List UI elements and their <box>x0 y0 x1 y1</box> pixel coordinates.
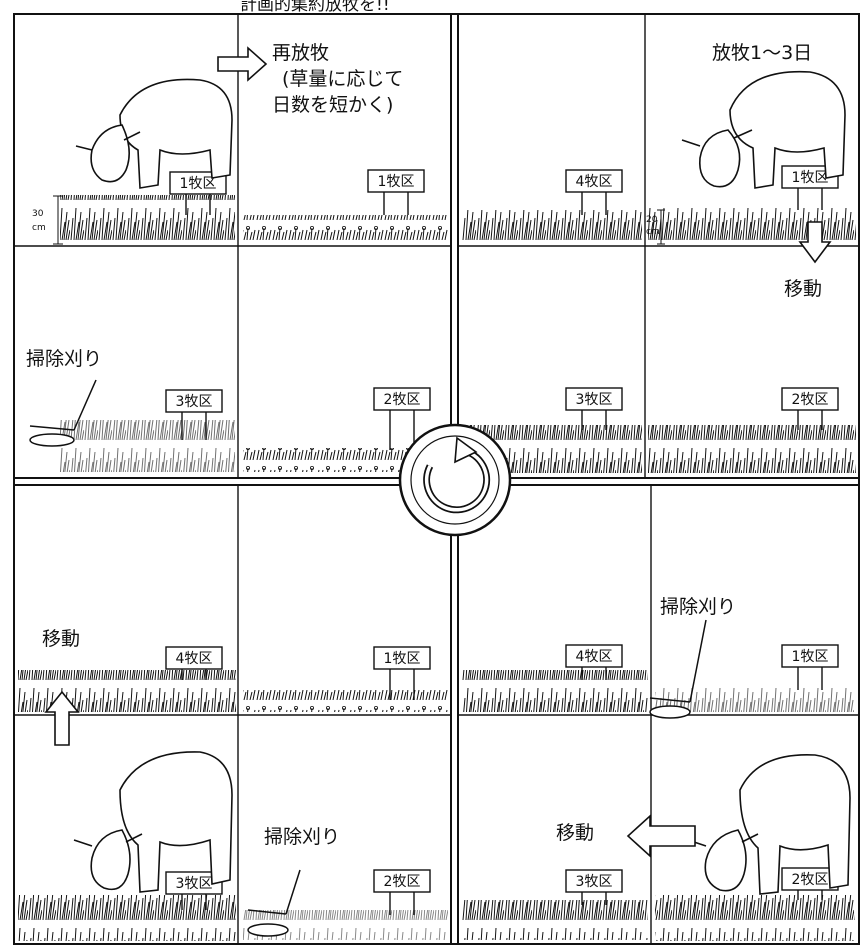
regraze-note: 日数を短かく) <box>272 94 394 116</box>
mower-icon <box>29 379 97 447</box>
sign-label: 2牧区 <box>384 392 421 408</box>
sign-label: 1牧区 <box>792 649 829 665</box>
sign-label: 1牧区 <box>378 174 415 190</box>
sign-label: 3牧区 <box>176 876 213 892</box>
sign-label: 1牧区 <box>384 651 421 667</box>
move-label: 移動 <box>784 278 823 300</box>
cow-icon <box>681 70 846 189</box>
sign-label: 4牧区 <box>576 174 613 190</box>
left-arrow-icon <box>626 814 696 858</box>
paddock-sign-labels: 1牧区 1牧区 3牧区 2牧区 4牧区 1牧区 3牧区 2牧区 4牧区 1牧区 … <box>176 170 829 892</box>
sign-label: 1牧区 <box>180 176 217 192</box>
right-arrow-icon <box>217 46 268 82</box>
up-arrow-icon <box>44 690 80 746</box>
mow-label: 掃除刈り <box>26 348 103 370</box>
height-marker-30cm <box>53 195 63 245</box>
cow-icon <box>73 751 233 893</box>
cow-icon <box>687 754 851 895</box>
regraze-note: (草量に応じて <box>282 68 404 90</box>
page-heading: 計画的集約放牧を!! <box>240 0 390 15</box>
height-unit: cm <box>32 223 46 233</box>
sign-label: 2牧区 <box>792 872 829 888</box>
mower-icon <box>649 619 707 719</box>
sign-label: 3牧区 <box>576 874 613 890</box>
paddock-sign <box>165 165 839 915</box>
move-label: 移動 <box>42 628 81 650</box>
sign-label: 3牧区 <box>176 394 213 410</box>
sign-label: 2牧区 <box>792 392 829 408</box>
sign-label: 4牧区 <box>576 649 613 665</box>
down-arrow-icon <box>798 221 832 264</box>
regraze-title: 再放牧 <box>272 42 330 64</box>
sign-label: 1牧区 <box>792 170 829 186</box>
move-label: 移動 <box>556 822 595 844</box>
cow-icon <box>75 78 233 189</box>
cycle-icon <box>398 423 512 537</box>
short-grass <box>243 215 448 243</box>
mower-icon <box>247 869 301 937</box>
height-value: 20 <box>646 215 658 225</box>
tall-grass <box>60 195 235 243</box>
mow-label: 掃除刈り <box>264 826 341 848</box>
mow-label: 掃除刈り <box>660 596 737 618</box>
sign-label: 2牧区 <box>384 874 421 890</box>
sign-label: 4牧区 <box>176 651 213 667</box>
sign-label: 3牧区 <box>576 392 613 408</box>
height-marker-20cm <box>657 209 665 245</box>
height-unit: cm <box>646 227 660 237</box>
graze-days-label: 放牧1〜3日 <box>712 42 813 64</box>
height-value: 30 <box>32 209 44 219</box>
